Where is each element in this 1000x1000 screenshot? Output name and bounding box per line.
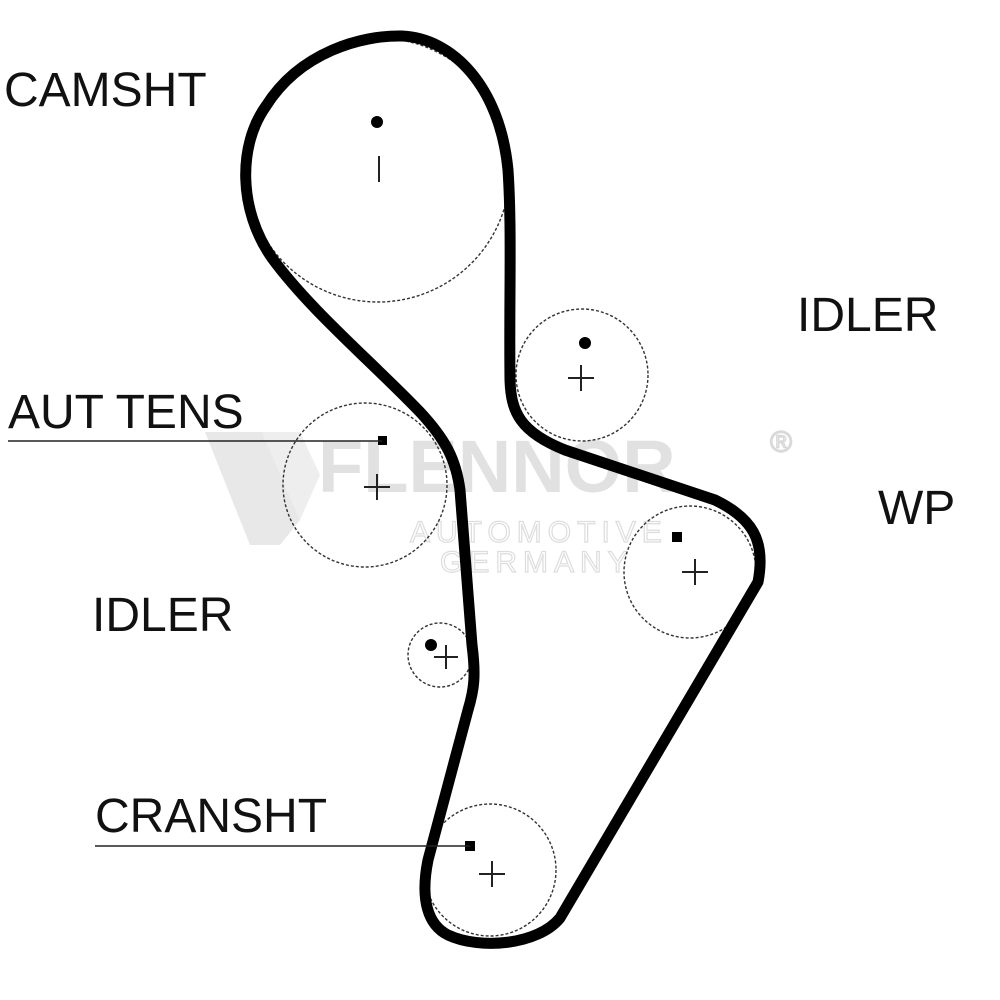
- camshaft-timing-dot: [371, 116, 383, 128]
- auto-tensioner-dot: [378, 436, 387, 445]
- auto-tensioner-pulley: [282, 402, 448, 568]
- lower-idler-pulley: [407, 622, 473, 688]
- lower-idler-label: IDLER: [92, 589, 233, 642]
- crankshaft-label: CRANSHT: [95, 790, 327, 843]
- lower-idler-dot: [425, 639, 437, 651]
- upper-idler-dot: [579, 337, 591, 349]
- center-markers: [364, 116, 708, 887]
- upper-idler-center-cross: [568, 365, 594, 391]
- water-pump-dot: [672, 532, 682, 542]
- crankshaft-center-cross: [479, 861, 505, 887]
- watermark-logo-mark-2: [262, 432, 320, 520]
- camshaft-label: CAMSHT: [4, 64, 207, 117]
- watermark-registered: ®: [770, 426, 792, 459]
- water-pump-center-cross: [682, 559, 708, 585]
- auto-tensioner-center-cross: [364, 474, 390, 500]
- watermark-logo-mark: [205, 432, 300, 545]
- upper-idler-pulley: [515, 308, 649, 442]
- watermark-line1: AUTOMOTIVE: [410, 516, 668, 549]
- lower-idler-center-cross: [434, 645, 458, 669]
- timing-belt: [240, 30, 766, 949]
- auto-tensioner-label: AUT TENS: [8, 386, 244, 439]
- crankshaft-pulley: [423, 803, 557, 937]
- water-pump-label: WP: [878, 482, 955, 535]
- upper-idler-label: IDLER: [797, 289, 938, 342]
